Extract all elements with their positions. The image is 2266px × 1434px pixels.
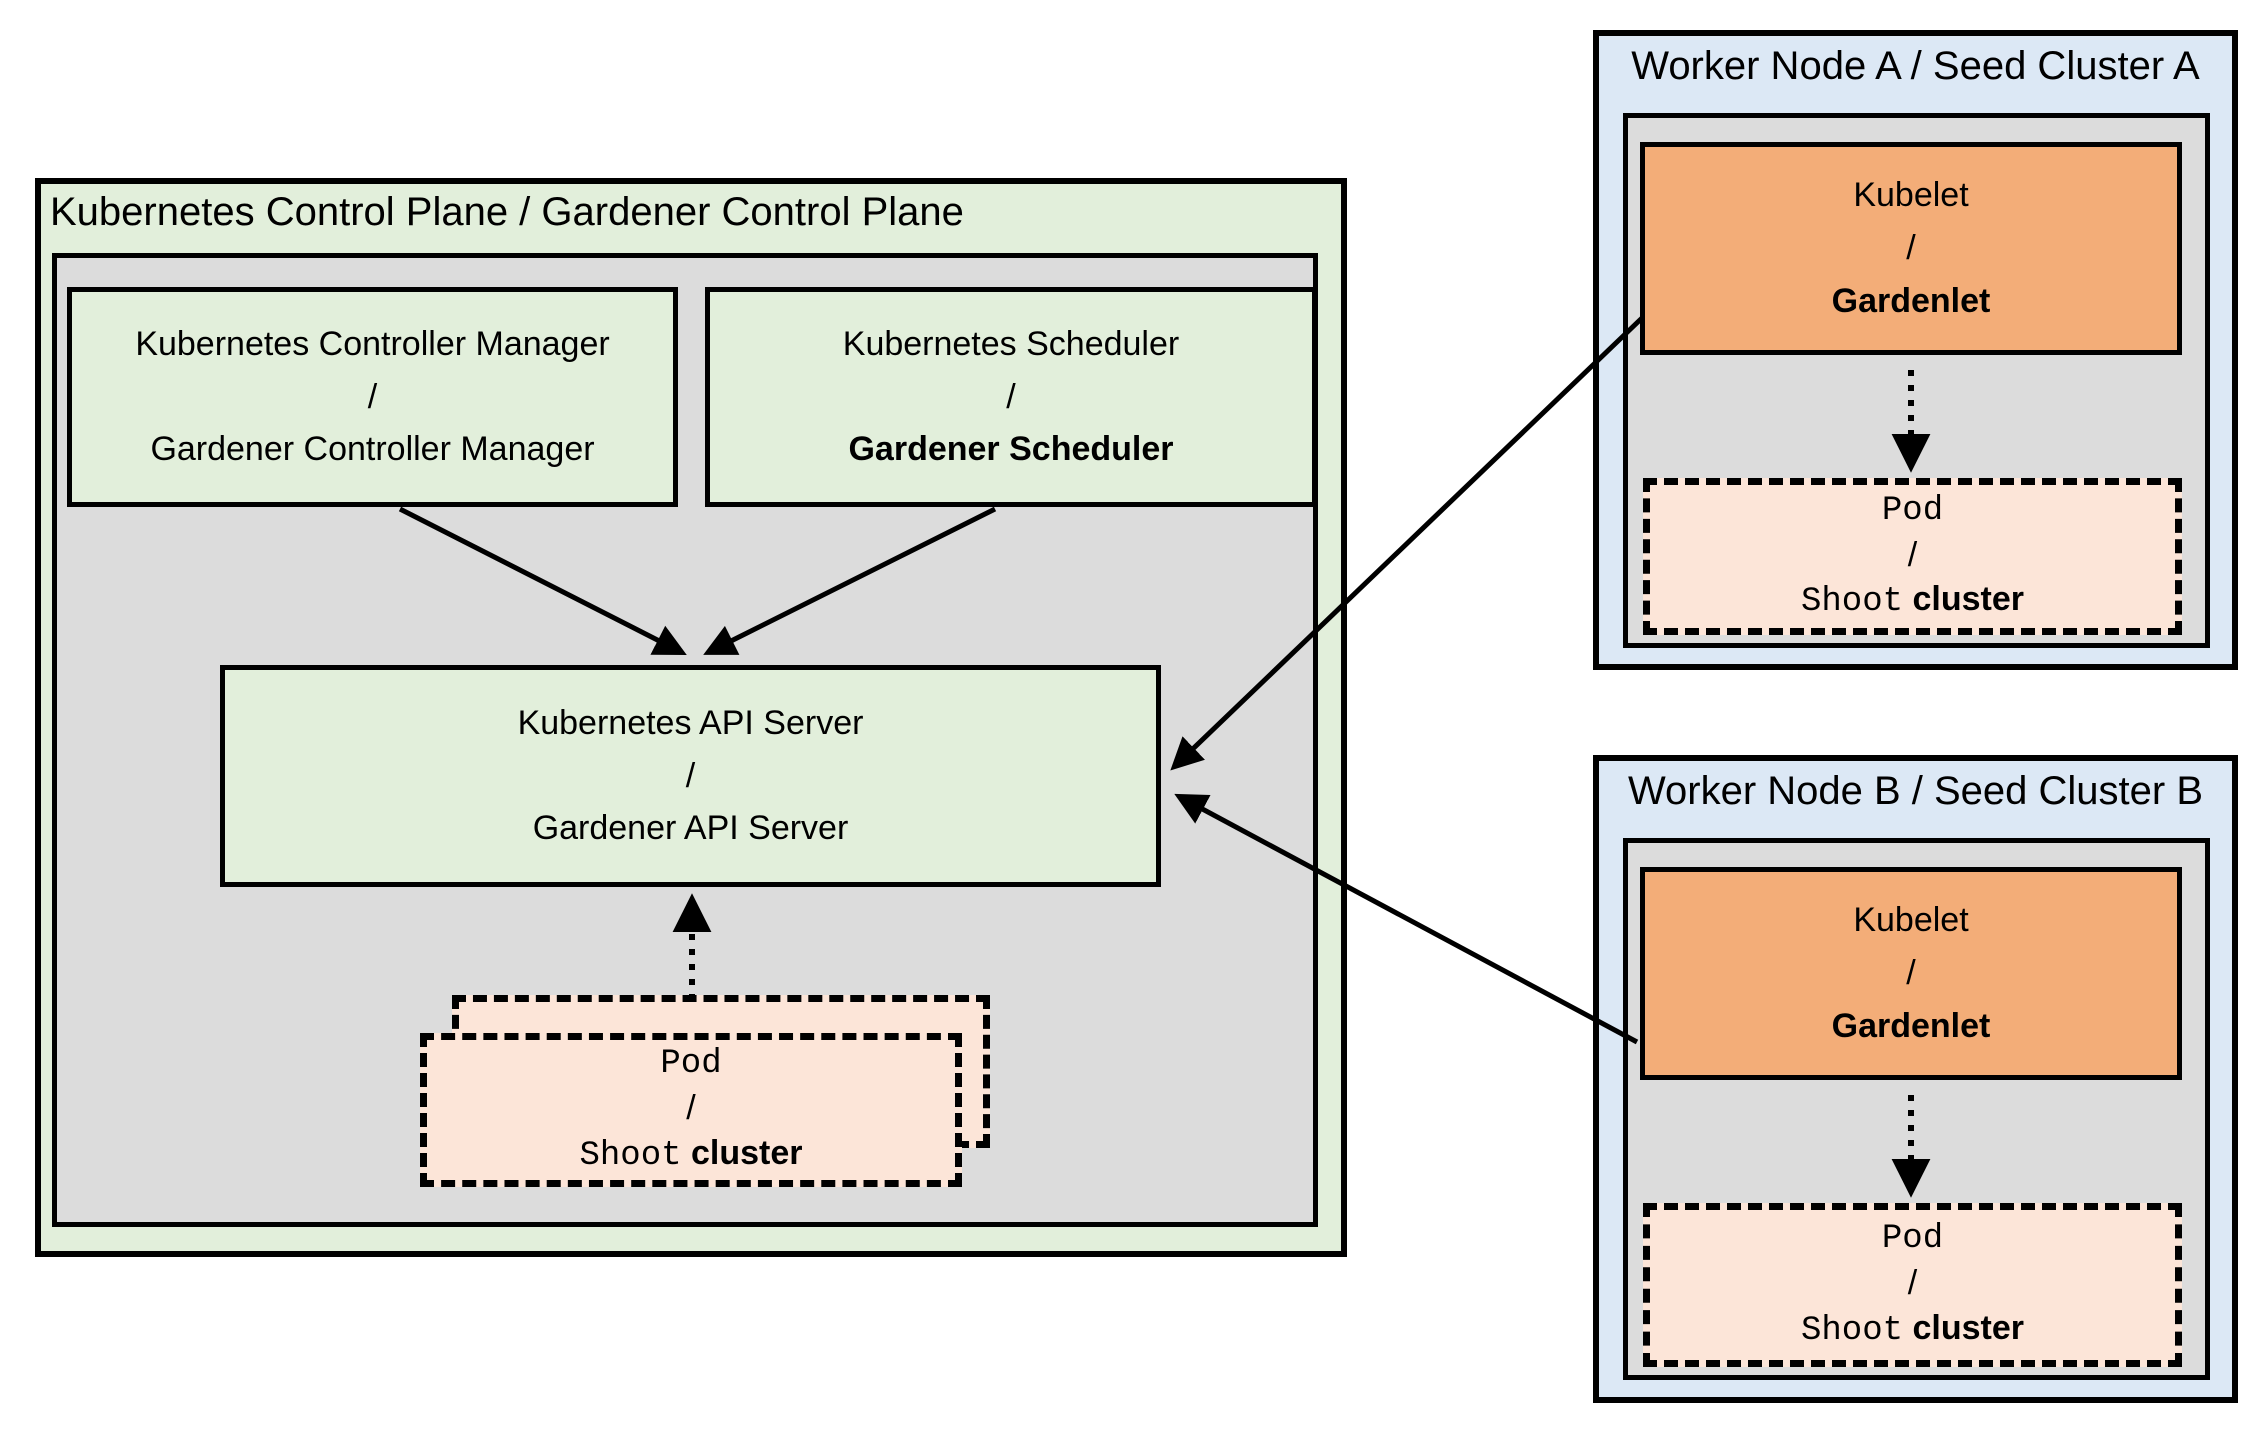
api-server-line2: Gardener API Server — [532, 809, 849, 848]
worker-node-b-title: Worker Node B / Seed Cluster B — [1627, 769, 2204, 813]
pod-b-shoot-label: Shoot — [1801, 1311, 1904, 1350]
worker-node-a-title: Worker Node A / Seed Cluster A — [1631, 44, 2200, 88]
pod-shoot-cluster-box-a: Pod / Shoot cluster — [1643, 478, 2182, 635]
pod-line1: Pod — [660, 1045, 722, 1084]
scheduler-line2: Gardener Scheduler — [848, 430, 1174, 469]
pod-a-cluster-label: cluster — [1912, 580, 2024, 619]
kubelet-b-line1: Kubelet — [1853, 901, 1969, 940]
controller-manager-line1: Kubernetes Controller Manager — [135, 324, 610, 363]
pod-b-slash: / — [1907, 1264, 1918, 1303]
scheduler-line1: Kubernetes Scheduler — [842, 324, 1180, 363]
kubelet-b-line2: Gardenlet — [1831, 1006, 1991, 1045]
pod-shoot-label: Shoot — [579, 1136, 682, 1175]
api-server-line1: Kubernetes API Server — [517, 703, 864, 742]
pod-shoot-cluster-box-b: Pod / Shoot cluster — [1643, 1203, 2182, 1367]
pod-cluster-label: cluster — [690, 1133, 803, 1172]
controller-manager-box: Kubernetes Controller Manager / Gardener… — [67, 287, 678, 507]
kubelet-a-line2: Gardenlet — [1831, 281, 1991, 320]
kubelet-gardenlet-box-b: Kubelet / Gardenlet — [1640, 867, 2182, 1080]
scheduler-slash: / — [1006, 377, 1016, 416]
scheduler-box: Kubernetes Scheduler / Gardener Schedule… — [705, 287, 1317, 507]
pod-a-slash: / — [1907, 535, 1918, 574]
pod-shoot-cluster-box: Pod / Shoot cluster — [420, 1033, 962, 1187]
pod-b-line1: Pod — [1881, 1220, 1944, 1259]
controller-manager-line2: Gardener Controller Manager — [150, 430, 595, 469]
kubelet-a-slash: / — [1906, 229, 1916, 268]
controller-manager-slash: / — [367, 377, 378, 416]
pod-a-line1: Pod — [1881, 491, 1944, 530]
kubelet-gardenlet-box-a: Kubelet / Gardenlet — [1640, 142, 2182, 355]
kubelet-b-slash: / — [1906, 954, 1916, 993]
pod-b-cluster-label: cluster — [1912, 1308, 2024, 1347]
control-plane-title: Kubernetes Control Plane / Gardener Cont… — [50, 190, 964, 234]
kubelet-a-line1: Kubelet — [1853, 176, 1969, 215]
api-server-slash: / — [685, 756, 696, 795]
pod-slash: / — [686, 1089, 696, 1128]
pod-a-shoot-label: Shoot — [1801, 583, 1904, 622]
api-server-box: Kubernetes API Server / Gardener API Ser… — [220, 665, 1161, 887]
